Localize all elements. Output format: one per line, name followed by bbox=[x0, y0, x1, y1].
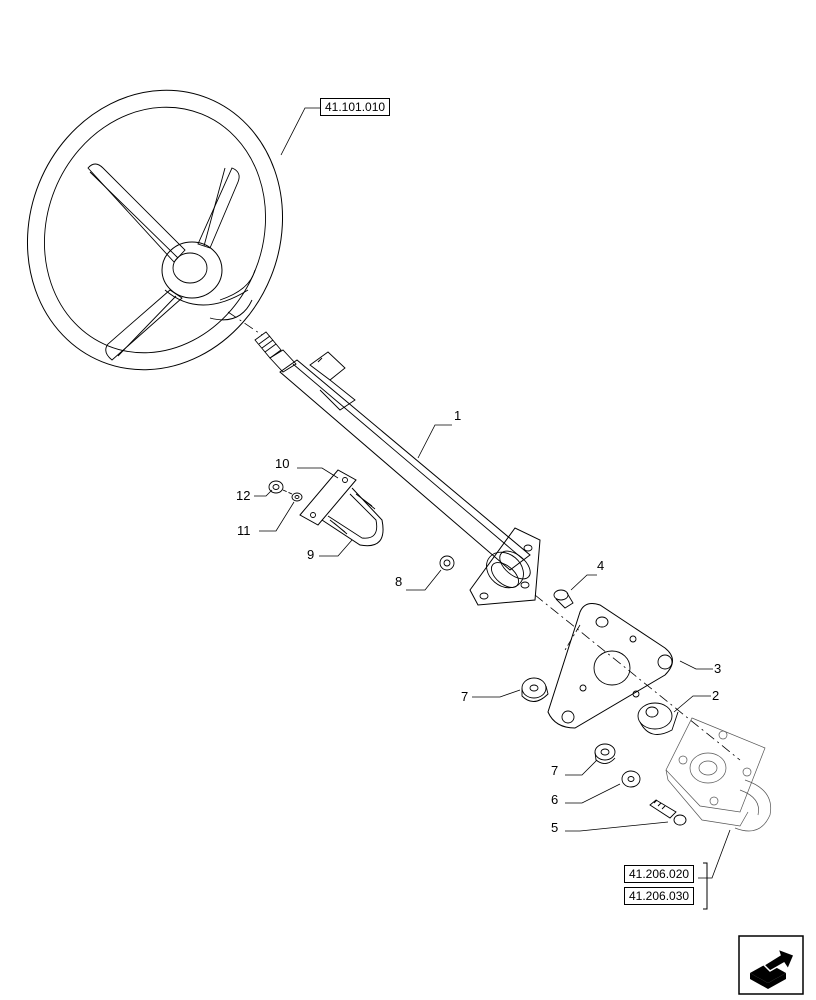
callout-part-6: 6 bbox=[551, 792, 559, 807]
u-bolt-clamp-group bbox=[268, 469, 384, 547]
callout-part-9: 9 bbox=[307, 547, 315, 562]
steering-wheel bbox=[26, 89, 284, 371]
ref-link-steering-unit-030[interactable]: 41.206.030 bbox=[624, 887, 695, 905]
callout-part-5: 5 bbox=[551, 820, 559, 835]
triangular-plate-3 bbox=[547, 603, 673, 729]
column-mounting-flange bbox=[469, 527, 541, 606]
bolt-5 bbox=[649, 799, 687, 826]
steering-column bbox=[254, 331, 531, 588]
callout-part-7-lower: 7 bbox=[551, 763, 559, 778]
ref-link-steering-unit-020[interactable]: 41.206.020 bbox=[624, 865, 695, 883]
callout-part-11: 11 bbox=[237, 523, 251, 538]
callout-part-7-upper: 7 bbox=[461, 689, 469, 704]
spacer-2 bbox=[637, 702, 679, 735]
spacer-7-lower bbox=[594, 743, 616, 764]
spacer-7-upper bbox=[521, 677, 549, 702]
next-page-arrow-icon[interactable] bbox=[738, 935, 804, 995]
callout-part-1: 1 bbox=[454, 408, 462, 423]
callout-part-8: 8 bbox=[395, 574, 403, 589]
ref-link-steering-wheel[interactable]: 41.101.010 bbox=[320, 98, 391, 116]
callout-part-12: 12 bbox=[236, 488, 251, 503]
callout-part-2: 2 bbox=[712, 688, 720, 703]
callout-part-10: 10 bbox=[275, 456, 290, 471]
steering-unit bbox=[665, 717, 772, 832]
washer-6 bbox=[621, 770, 641, 788]
callout-part-3: 3 bbox=[714, 661, 722, 676]
callout-part-4: 4 bbox=[597, 558, 605, 573]
leader-lines bbox=[254, 107, 731, 879]
bolt-4 bbox=[553, 589, 574, 609]
nut-8 bbox=[439, 555, 455, 571]
